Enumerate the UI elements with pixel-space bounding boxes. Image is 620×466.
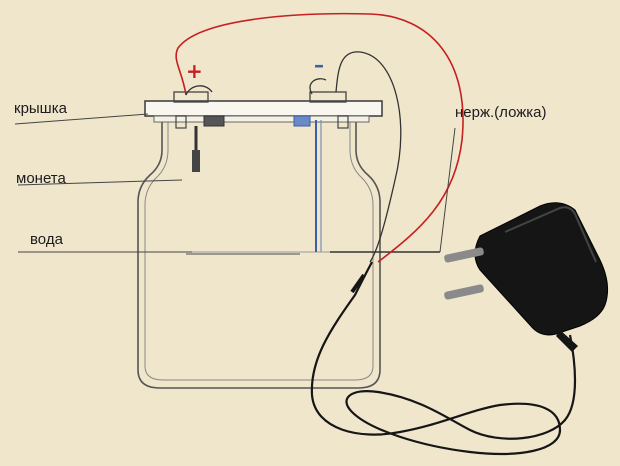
- label-lid: крышка: [14, 100, 68, 117]
- plus-terminal-nut: [173, 91, 209, 103]
- plus-sign: +: [186, 59, 203, 83]
- plug-prong-bottom: [444, 284, 484, 300]
- charger-cable: [310, 261, 577, 455]
- minus-sign: –: [314, 53, 324, 77]
- glass-jar: [137, 122, 440, 389]
- coin-leader: [17, 179, 183, 186]
- plug-prong-top: [444, 247, 484, 263]
- negative-wire: [335, 51, 402, 263]
- cable-junction: [350, 273, 366, 294]
- charger-adapter: [444, 202, 609, 352]
- lid-leader: [14, 113, 149, 125]
- label-water: вода: [30, 231, 64, 248]
- label-steel-spoon: нерж.(ложка): [455, 104, 547, 121]
- steel-electrode: [315, 120, 322, 252]
- lid: [144, 91, 383, 129]
- spoon-leader: [439, 127, 456, 253]
- minus-terminal-nut: [309, 91, 347, 103]
- label-coin: монета: [16, 170, 66, 187]
- positive-red-wire: [175, 12, 464, 263]
- coin-electrode: [192, 126, 200, 172]
